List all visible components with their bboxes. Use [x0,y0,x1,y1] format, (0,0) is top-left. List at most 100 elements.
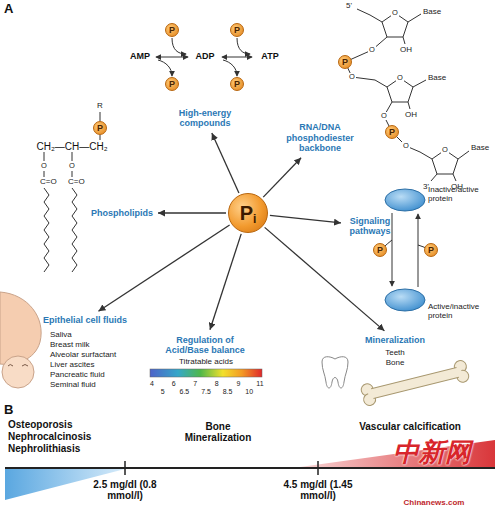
node-text: RNA/DNA phosphodiester backbone [272,122,368,153]
atom-label: O [402,142,410,150]
fatty-acid-chain [72,188,77,272]
tooth-bone-illustration [374,377,459,398]
reaction-arrow [156,57,188,58]
connector-arrow [265,227,385,330]
tooth-bone-illustration [371,368,456,389]
chemical-label: ADP [195,52,214,62]
category-label: RNA/DNA phosphodiester backbone [270,120,370,155]
scale-label: Vascular calcification [359,421,461,432]
ph-value: 10 [245,388,253,396]
category-label: Signaling pathways [344,214,396,239]
protein-switch [385,189,425,211]
phosphate-circle: P [230,23,244,37]
dna-backbone [453,174,456,181]
phosphate-circle: P [230,77,244,91]
scale-label: Osteoporosis [8,419,72,430]
node-text: High-energy compounds [176,108,234,129]
threshold-label: 4.5 mg/dl (1.45 mmol/l) [280,479,356,501]
atom-label: O [368,46,376,54]
dna-backbone [403,37,405,44]
protein-switch [392,213,393,286]
reaction-arrow [158,60,172,76]
connector-arrow [158,212,226,213]
reaction-arrow [222,57,252,58]
annotation: Teeth [385,349,405,358]
annotation: Base [423,8,441,17]
tooth-bone-illustration [322,357,470,407]
chemical-label: CH₂—CH—CH₂ [36,141,107,152]
fatty-acid-chain [44,188,49,272]
dna-backbone [431,174,437,181]
panel-letter: B [4,403,13,417]
protein-switch [385,289,425,311]
annotation: Pancreatic fluid [50,371,105,380]
node-text: i [253,212,256,226]
node-text: P [428,245,434,255]
reaction-arrow [156,38,252,76]
atom-label: O [391,9,399,17]
annotation: C=O [40,178,57,187]
ph-value: 5 [161,388,165,396]
phosphate-circle: P [165,77,179,91]
protein-switch [385,189,426,311]
node-text: Phospholipids [91,208,153,218]
breastfeeding-illustration [8,365,28,367]
watermark: Chinanews.com [404,499,465,508]
ph-value: 8 [215,380,219,388]
annotation: Alveolar surfactant [50,351,116,360]
annotation: Titratable acids [179,358,233,367]
tooth-bone-illustration [322,357,348,388]
ph-value: 6 [172,380,176,388]
panel-letter: A [4,2,13,16]
category-label: Epithelial cell fluids [41,313,129,327]
annotation: Bone [386,359,405,368]
phospholipid-structure [44,171,45,177]
atom-label: O [348,73,356,81]
annotation: Base [471,144,489,153]
annotation: OH [400,46,412,55]
ph-scale [150,369,262,377]
dna-backbone [345,9,469,181]
node-text: Mineralization [365,335,425,345]
node-text: P [169,79,175,89]
phosphate-scale [124,461,126,475]
ph-scale [150,369,262,377]
annotation: 5' [346,2,352,11]
node-text: P [97,123,103,133]
protein-switch [385,240,392,246]
connector-arrow [270,215,341,223]
node-text: P [377,245,383,255]
connector-arrow [210,234,241,330]
ph-value: 7 [193,380,197,388]
category-label: High-energy compounds [174,106,236,131]
dna-backbone [384,102,432,159]
ph-value: 4 [150,380,154,388]
atom-label: O [40,162,48,170]
node-text: Regulation of Acid/Base balance [157,335,253,356]
category-label: Mineralization [363,333,427,347]
breastfeeding-illustration [2,356,34,388]
phospholipid-structure [44,112,100,272]
node-text: P [342,57,348,67]
annotation: Active/inactive protein [428,303,492,321]
phosphate-node: Pi [228,193,268,233]
node-text: Signaling pathways [346,216,394,237]
connector-arrow [212,133,239,193]
node-text: P [169,25,175,35]
phosphate-circle: P [424,243,438,257]
connector-arrow [263,158,301,197]
tooth-bone-illustration [367,367,463,400]
annotation: C=O [68,178,85,187]
node-text: P [234,25,240,35]
phospholipid-structure [100,135,101,140]
ph-value: 8.5 [223,388,233,396]
node-text: Epithelial cell fluids [43,315,127,325]
phospholipid-structure [100,112,101,121]
dna-backbone [408,102,410,109]
ph-value: 11 [256,380,263,388]
reaction-arrow [223,60,237,76]
dna-backbone [458,151,469,159]
annotation: Saliva [50,331,72,340]
phosphate-circle: P [165,23,179,37]
annotation: R [97,102,103,111]
